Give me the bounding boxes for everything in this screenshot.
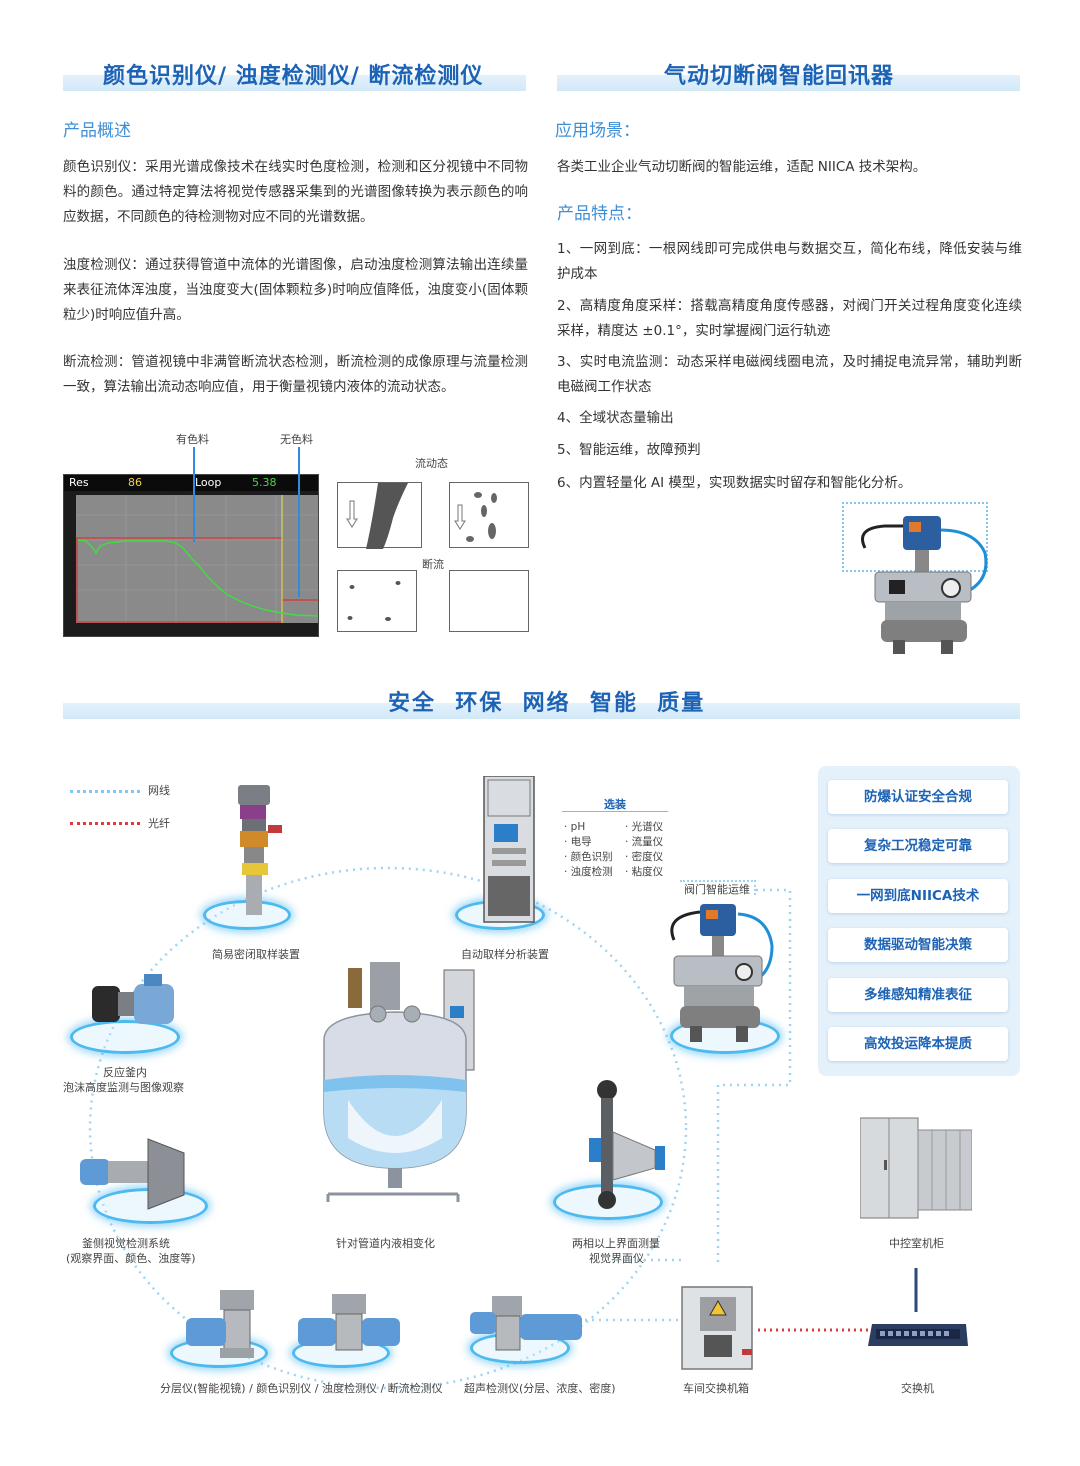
right-section-title: 气动切断阀智能回讯器 bbox=[664, 64, 895, 89]
left-title-bar bbox=[63, 75, 526, 91]
feature-stable-reliable: 复杂工况稳定可靠 bbox=[828, 829, 1008, 863]
overview-heading: 产品概述 bbox=[63, 121, 131, 141]
control-cabinet-caption: 中控室机柜 bbox=[889, 1237, 944, 1250]
feature-item-5: 5、智能运维，故障预判 bbox=[557, 442, 701, 458]
valve-om-label: 阀门智能运维 bbox=[684, 883, 750, 896]
network-line-legend-label: 网线 bbox=[148, 784, 170, 797]
ultrasonic-caption: 超声检测仪(分层、浓度、密度) bbox=[464, 1382, 616, 1395]
side-vision-caption-line2: (观察界面、颜色、浊度等) bbox=[66, 1252, 196, 1265]
cutoff-box-2 bbox=[449, 570, 529, 632]
colored-pointer-line bbox=[193, 447, 195, 542]
clear-pointer-line bbox=[298, 447, 300, 597]
options-title: 选装 bbox=[604, 798, 626, 811]
response-chart: Res 86 Loop 5.38 bbox=[63, 474, 319, 637]
valve-om-frame bbox=[680, 880, 756, 895]
network-switch-image bbox=[868, 1324, 968, 1346]
feature-explosion-proof: 防爆认证安全合规 bbox=[828, 780, 1008, 814]
fiber-legend-swatch bbox=[70, 822, 140, 825]
network-line-legend-swatch bbox=[70, 790, 140, 793]
color-identifier-paragraph: 颜色识别仪：采用光谱成像技术在线实时色度检测，检测和区分视镜中不同物料的颜色。通… bbox=[63, 159, 528, 225]
layer-meter-image-1 bbox=[186, 1290, 254, 1358]
option-density: · 密度仪 bbox=[625, 851, 664, 863]
switch-caption: 交换机 bbox=[901, 1382, 934, 1395]
auto-sampling-cabinet-image bbox=[483, 776, 535, 923]
feature-data-driven: 数据驱动智能决策 bbox=[828, 928, 1008, 962]
clear-material-label: 无色料 bbox=[280, 433, 313, 446]
control-cabinet-image bbox=[860, 1117, 972, 1219]
res-label: Res bbox=[69, 476, 89, 489]
scene-heading: 应用场景： bbox=[555, 121, 640, 141]
bottom-section-title: 安全 环保 网络 智能 质量 bbox=[388, 691, 706, 716]
layer-meter-image-2 bbox=[298, 1294, 400, 1351]
feature-item-2: 2、高精度角度采样：搭载高精度角度传感器，对阀门开关过程角度变化连续采样，精度达… bbox=[557, 298, 1022, 339]
feature-multi-sensing: 多维感知精准表征 bbox=[828, 978, 1008, 1012]
turbidity-paragraph: 浊度检测仪：通过获得管道中流体的光谱图像，启动浊度检测算法输出连续量来表征流体浑… bbox=[63, 257, 528, 323]
valve-feedback-device-image bbox=[861, 516, 988, 654]
reactor-caption-line2: 泡沫高度监测与图像观察 bbox=[63, 1081, 184, 1094]
pipe-phase-caption: 针对管道内液相变化 bbox=[336, 1237, 435, 1250]
reactor-probe-ring bbox=[70, 1020, 180, 1054]
fiber-legend-label: 光纤 bbox=[148, 817, 170, 830]
switch-box-caption: 车间交换机箱 bbox=[683, 1382, 749, 1395]
interface-meter-image bbox=[589, 1080, 665, 1209]
sampling-device-caption: 简易密闭取样装置 bbox=[212, 948, 300, 961]
feature-item-4: 4、全域状态量输出 bbox=[557, 410, 674, 426]
feature-item-1: 1、一网到底：一根网线即可完成供电与数据交互，简化布线，降低安装与维护成本 bbox=[557, 241, 1022, 282]
network-topology-lines bbox=[88, 866, 918, 1390]
option-turbidity: · 浊度检测 bbox=[564, 866, 613, 878]
auto-sampling-caption: 自动取样分析装置 bbox=[461, 948, 549, 961]
side-vision-caption-line1: 釜侧视觉检测系统 bbox=[82, 1237, 170, 1250]
bottom-title-bar bbox=[63, 703, 1020, 719]
switch-box-image bbox=[681, 1286, 753, 1370]
features-heading: 产品特点： bbox=[557, 204, 642, 224]
cutoff-paragraph: 断流检测：管道视镜中非满管断流状态检测，断流检测的成像原理与流量检测一致，算法输… bbox=[63, 354, 528, 395]
option-color: · 颜色识别 bbox=[564, 851, 613, 863]
key-features-panel: 防爆认证安全合规 复杂工况稳定可靠 一网到底NIICA技术 数据驱动智能决策 多… bbox=[818, 766, 1020, 1076]
reactor-caption-line1: 反应釜内 bbox=[103, 1066, 147, 1079]
ultrasonic-meter-image bbox=[470, 1296, 582, 1351]
cutoff-label: 断流 bbox=[422, 558, 444, 571]
flow-state-label: 流动态 bbox=[415, 457, 448, 470]
option-flowmeter: · 流量仪 bbox=[625, 836, 664, 848]
loop-value: 5.38 bbox=[252, 476, 277, 489]
side-vision-image bbox=[80, 1138, 185, 1210]
colored-material-label: 有色料 bbox=[176, 433, 209, 446]
option-spectrometer: · 光谱仪 bbox=[625, 821, 664, 833]
feature-cost-efficiency: 高效投运降本提质 bbox=[828, 1027, 1008, 1061]
option-viscosity: · 粘度仪 bbox=[625, 866, 664, 878]
chart-header: Res 86 Loop 5.38 bbox=[64, 475, 318, 491]
reactor-probe-image bbox=[92, 974, 174, 1024]
flow-state-box-2 bbox=[449, 482, 529, 548]
chart-curve bbox=[76, 495, 319, 623]
layer-meters-caption: 分层仪(智能视镜) / 颜色识别仪 / 浊度检测仪 / 断流检测仪 bbox=[160, 1382, 443, 1395]
feature-item-3: 3、实时电流监测：动态采样电磁阀线圈电流，及时捕捉电流异常，辅助判断电磁阀工作状… bbox=[557, 354, 1022, 395]
reactor-vessel-image bbox=[323, 962, 475, 1202]
feature-item-6: 6、内置轻量化 AI 模型，实现数据实时留存和智能化分析。 bbox=[557, 475, 912, 491]
interface-caption-line1: 两相以上界面测量 bbox=[572, 1237, 660, 1250]
options-divider bbox=[562, 811, 668, 812]
sampling-device-image bbox=[238, 785, 282, 915]
scene-text: 各类工业企业气动切断阀的智能运维，适配 NIICA 技术架构。 bbox=[557, 159, 927, 175]
option-conductivity: · 电导 bbox=[564, 836, 592, 848]
res-value: 86 bbox=[128, 476, 142, 489]
option-ph: · pH bbox=[564, 821, 586, 833]
flow-state-box-1 bbox=[337, 482, 422, 549]
valve-om-device-image bbox=[670, 904, 774, 1042]
cutoff-box-1 bbox=[337, 570, 417, 632]
chart-plot-area bbox=[76, 495, 319, 623]
loop-label: Loop bbox=[195, 476, 222, 489]
right-title-bar bbox=[557, 75, 1020, 91]
left-section-title: 颜色识别仪/ 浊度检测仪/ 断流检测仪 bbox=[103, 64, 484, 89]
feature-niica: 一网到底NIICA技术 bbox=[828, 879, 1008, 913]
interface-caption-line2: 视觉界面仪 bbox=[589, 1252, 644, 1265]
